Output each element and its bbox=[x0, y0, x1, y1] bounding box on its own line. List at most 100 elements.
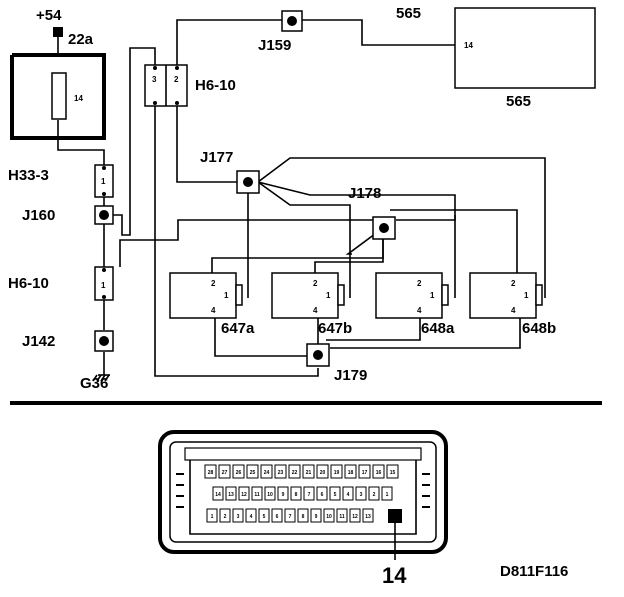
connector-pin-label: 3 bbox=[237, 514, 240, 520]
svg-text:1: 1 bbox=[524, 291, 529, 300]
connector-pin-label: 22 bbox=[292, 470, 298, 476]
connector-pin bbox=[302, 464, 315, 479]
svg-text:1: 1 bbox=[101, 177, 106, 186]
module-565-bottom-label: 565 bbox=[506, 93, 531, 110]
connector-pin-label: 1 bbox=[211, 514, 214, 520]
connector-pin bbox=[219, 508, 231, 523]
connector-pin-label: 13 bbox=[365, 514, 371, 520]
svg-text:2: 2 bbox=[211, 279, 216, 288]
connector-pin-label: 2 bbox=[224, 514, 227, 520]
connector-pin-label: 24 bbox=[264, 470, 270, 476]
lamp-647a: 2 1 4 bbox=[169, 272, 243, 319]
connector-pin bbox=[288, 464, 301, 479]
connector-pin-label: 2 bbox=[373, 492, 376, 498]
connector-pin-label: 6 bbox=[276, 514, 279, 520]
j159-label: J159 bbox=[258, 37, 291, 54]
j178-label: J178 bbox=[348, 185, 381, 202]
svg-text:2: 2 bbox=[174, 75, 179, 84]
j177-junction bbox=[236, 170, 260, 194]
svg-text:1: 1 bbox=[101, 281, 106, 290]
connector-pin bbox=[206, 508, 218, 523]
j142-junction bbox=[94, 330, 114, 352]
svg-text:2: 2 bbox=[511, 279, 516, 288]
connector-pin bbox=[290, 486, 302, 501]
lamp-648b: 2 1 4 bbox=[469, 272, 543, 319]
j160-label: J160 bbox=[22, 207, 55, 224]
svg-text:1: 1 bbox=[326, 291, 331, 300]
connector-pin-label: 18 bbox=[348, 470, 354, 476]
connector-pin-label: 28 bbox=[208, 470, 214, 476]
connector-pin bbox=[251, 486, 263, 501]
connector-pin bbox=[303, 486, 315, 501]
connector-pin bbox=[232, 464, 245, 479]
connector-pin-label: 5 bbox=[263, 514, 266, 520]
j159-junction bbox=[281, 10, 303, 32]
connector-pin bbox=[258, 508, 270, 523]
connector-pin-label: 8 bbox=[295, 492, 298, 498]
h6-left-connector: 1 bbox=[94, 266, 114, 301]
connector-pin bbox=[271, 508, 283, 523]
connector-pin bbox=[232, 508, 244, 523]
module-565-top-label: 565 bbox=[396, 5, 421, 22]
supply-label: +54 bbox=[36, 7, 62, 24]
figure-code: D811F116 bbox=[500, 563, 568, 580]
connector-pin bbox=[284, 508, 296, 523]
connector-pin bbox=[204, 464, 217, 479]
module-565: 14 bbox=[454, 7, 596, 89]
connector-pin bbox=[386, 464, 399, 479]
connector-pin bbox=[358, 464, 371, 479]
connector-pin-label: 7 bbox=[308, 492, 311, 498]
j177-label: J177 bbox=[200, 149, 233, 166]
svg-text:2: 2 bbox=[417, 279, 422, 288]
connector-pin-label: 23 bbox=[278, 470, 284, 476]
h6-left-label: H6-10 bbox=[8, 275, 49, 292]
connector-pin bbox=[330, 464, 343, 479]
connector-pin-label: 11 bbox=[339, 514, 345, 520]
connector-pin-label: 13 bbox=[228, 492, 234, 498]
svg-text:4: 4 bbox=[313, 306, 318, 315]
connector-pin bbox=[225, 486, 237, 501]
connector-pin-label: 6 bbox=[321, 492, 324, 498]
connector-pin-label: 21 bbox=[306, 470, 312, 476]
connector-pin-label: 4 bbox=[250, 514, 253, 520]
connector-pin-label: 9 bbox=[315, 514, 318, 520]
svg-text:4: 4 bbox=[417, 306, 422, 315]
connector-pin-label: 25 bbox=[250, 470, 256, 476]
connector-pin-label: 4 bbox=[347, 492, 350, 498]
lamp-647a-label: 647a bbox=[221, 320, 255, 337]
j142-label: J142 bbox=[22, 333, 55, 350]
connector-pin bbox=[277, 486, 289, 501]
connector-callout-label: 14 bbox=[382, 563, 407, 588]
j179-label: J179 bbox=[334, 367, 367, 384]
connector-pin bbox=[336, 508, 348, 523]
connector-pin bbox=[238, 486, 250, 501]
svg-text:1: 1 bbox=[430, 291, 435, 300]
connector-pin-label: 10 bbox=[267, 492, 273, 498]
connector-pin bbox=[212, 486, 224, 501]
ground-symbol bbox=[92, 374, 110, 382]
connector-pin bbox=[355, 486, 367, 501]
connector-pin-label: 8 bbox=[302, 514, 305, 520]
lamp-648a: 2 1 4 bbox=[375, 272, 449, 319]
connector-pin-label: 3 bbox=[360, 492, 363, 498]
fuse-inner-label: 14 bbox=[74, 94, 83, 103]
connector-pin-label: 19 bbox=[334, 470, 340, 476]
lamp-648b-label: 648b bbox=[522, 320, 556, 337]
connector-pin bbox=[372, 464, 385, 479]
svg-text:2: 2 bbox=[313, 279, 318, 288]
j178-junction bbox=[372, 216, 396, 240]
connector-pin bbox=[344, 464, 357, 479]
connector-pin-label: 27 bbox=[222, 470, 228, 476]
connector-pin bbox=[245, 508, 257, 523]
svg-text:4: 4 bbox=[511, 306, 516, 315]
lamp-647b: 2 1 4 bbox=[271, 272, 345, 319]
h6-top-connector: 3 2 bbox=[144, 64, 188, 107]
connector-pin bbox=[274, 464, 287, 479]
connector-pin-label: 17 bbox=[362, 470, 368, 476]
connector-pin bbox=[310, 508, 322, 523]
